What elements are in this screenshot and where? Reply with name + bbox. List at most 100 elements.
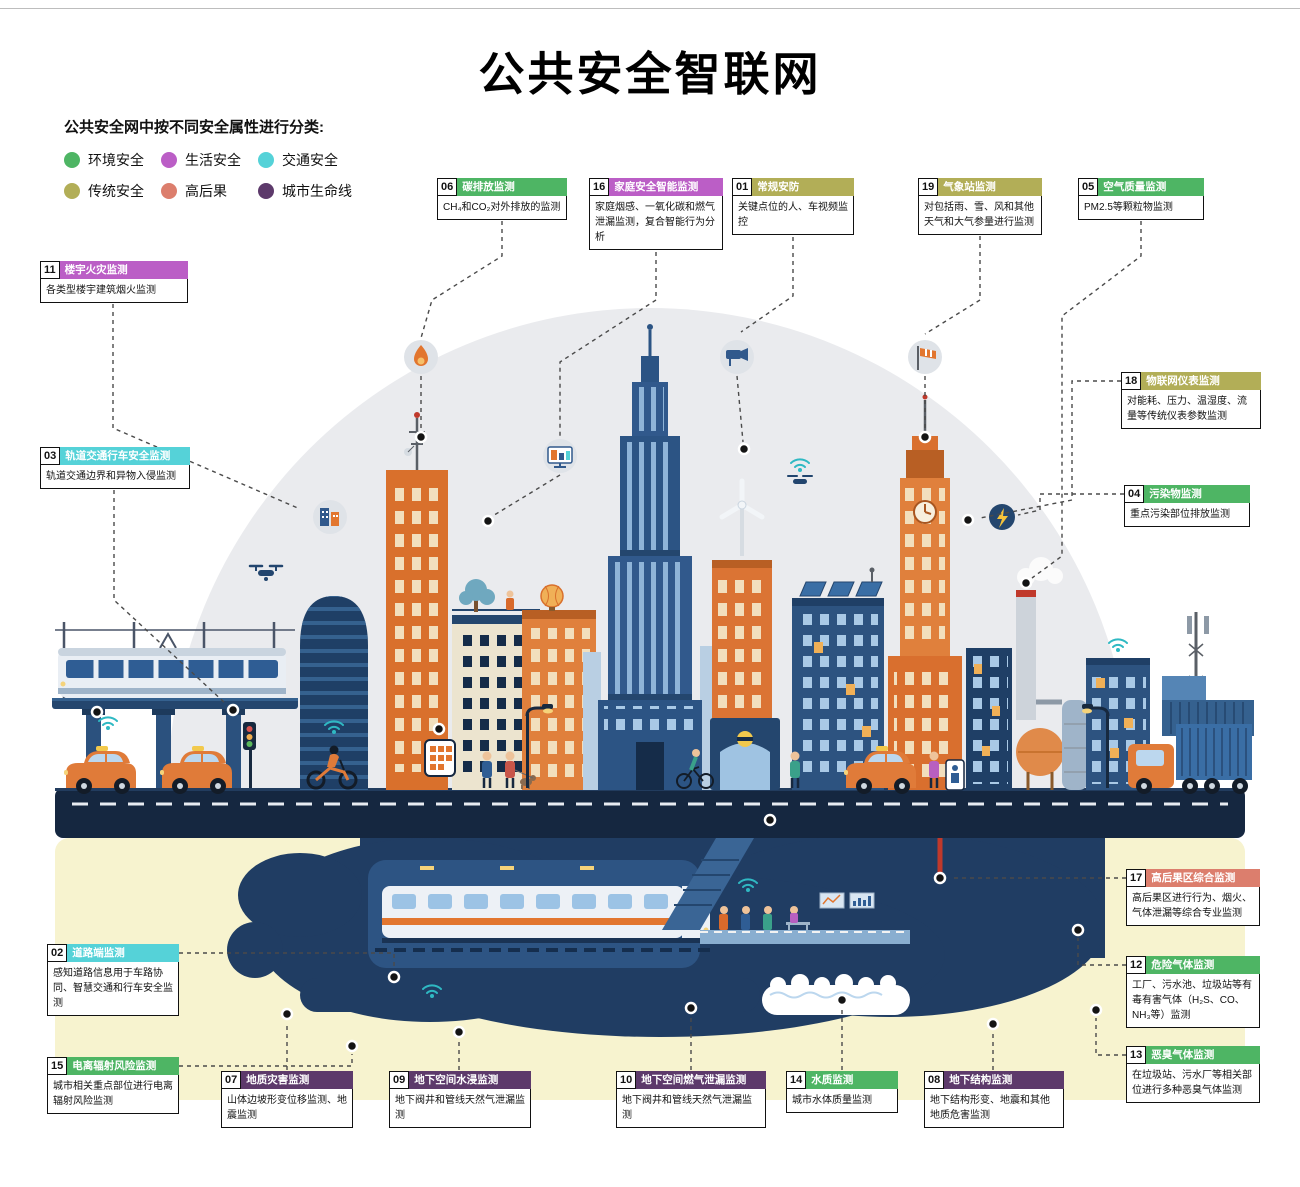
motorcycle	[306, 745, 358, 790]
legend-color-dot	[258, 152, 274, 168]
camera-icon	[720, 340, 754, 374]
legend-color-dot	[161, 152, 177, 168]
street-light	[525, 704, 553, 788]
sensor-dot	[452, 1025, 466, 1039]
connector-04	[1017, 493, 1124, 516]
windsock-icon	[908, 340, 942, 374]
sensor-dots	[90, 430, 1103, 1053]
bicycle	[676, 749, 714, 789]
legend-row: 传统安全 高后果 城市生命线	[64, 181, 355, 201]
building-blue-solar	[792, 567, 884, 790]
sensor-dot	[918, 430, 932, 444]
callout-desc: 工厂、污水池、垃圾站等有毒有害气体（H₂S、CO、NH₃等）监测	[1126, 974, 1260, 1029]
callout-number: 05	[1078, 178, 1099, 197]
connector-15	[179, 1054, 353, 1067]
building-skyscraper	[598, 324, 702, 790]
building-orange-small	[712, 560, 772, 720]
sensor-dot	[387, 970, 401, 984]
street-furniture	[243, 704, 1110, 791]
callout-title: 物联网仪表监测	[1141, 372, 1261, 391]
callout-number: 07	[221, 1071, 242, 1090]
flame-icon	[404, 340, 438, 374]
callout-desc: 关键点位的人、车视频监控	[732, 196, 854, 236]
callout-title: 气象站监测	[938, 178, 1042, 197]
callout-desc: 对能耗、压力、温湿度、流量等传统仪表参数监测	[1121, 390, 1261, 430]
sensor-dot	[933, 871, 947, 885]
callout-number: 08	[924, 1071, 945, 1090]
platform-screens	[819, 892, 875, 909]
legend: 环境安全 生活安全 交通安全 传统安全 高后果 城市生命线	[64, 150, 355, 212]
callout-desc: 家庭烟感、一氧化碳和燃气泄漏监测，复合智能行为分析	[589, 196, 723, 251]
legend-item-environment: 环境安全	[64, 150, 161, 170]
callout-title: 地下空间水浸监测	[409, 1071, 531, 1090]
drones-and-wifi	[98, 458, 1128, 998]
building-clock-tower	[888, 394, 962, 790]
callout-number: 16	[589, 178, 610, 197]
connector-06	[420, 221, 503, 431]
subway-scene	[368, 838, 910, 968]
callout-desc: 在垃圾站、污水厂等相关部位进行多种恶臭气体监测	[1126, 1064, 1260, 1104]
sensor-dot	[1071, 923, 1085, 937]
callout-title: 楼宇火灾监测	[59, 261, 188, 280]
callout-title: 空气质量监测	[1098, 178, 1204, 197]
callout-desc: 山体边坡形变位移监测、地震监测	[221, 1089, 353, 1129]
drone-icon	[248, 564, 284, 581]
legend-label: 高后果	[185, 183, 227, 199]
legend-item-traffic: 交通安全	[258, 150, 355, 170]
sensor-dot	[1019, 576, 1033, 590]
callout-desc: 对包括雨、雪、风和其他天气和大气参量进行监测	[918, 196, 1042, 236]
callout-desc: 地下结构形变、地震和其他地质危害监测	[924, 1089, 1064, 1129]
legend-label: 城市生命线	[282, 183, 352, 199]
callout-desc: CH₄和CO₂对外排放的监测	[437, 196, 567, 221]
legend-label: 生活安全	[185, 152, 241, 168]
sensor-dot	[961, 513, 975, 527]
callout-title: 水质监测	[806, 1071, 898, 1090]
street-light	[1082, 704, 1110, 788]
legend-item-life: 生活安全	[161, 150, 258, 170]
callout-title: 常规安防	[752, 178, 854, 197]
callout-desc: 高后果区进行行为、烟火、气体泄漏等综合专业监测	[1126, 887, 1260, 927]
callout-title: 地质灾害监测	[241, 1071, 353, 1090]
callout-number: 14	[786, 1071, 807, 1090]
sensor-dot	[90, 705, 104, 719]
callout-title: 家庭安全智能监测	[609, 178, 723, 197]
sensor-dot	[432, 722, 446, 736]
callout-number: 13	[1126, 1046, 1147, 1065]
callout-number: 15	[47, 1057, 68, 1076]
taxi-car	[64, 746, 136, 794]
legend-row: 环境安全 生活安全 交通安全	[64, 150, 355, 170]
callout-title: 轨道交通行车安全监测	[60, 447, 190, 466]
legend-color-dot	[64, 152, 80, 168]
connector-19	[924, 236, 981, 430]
connector-03	[113, 490, 227, 705]
callout-number: 06	[437, 178, 458, 197]
underground-water	[762, 974, 910, 1015]
building-orange-tower	[386, 412, 448, 790]
callout-desc: 重点污染部位排放监测	[1124, 503, 1250, 528]
connector-01	[736, 221, 794, 443]
callout-number: 18	[1121, 372, 1142, 391]
callout-title: 地下结构监测	[944, 1071, 1064, 1090]
connector-18	[979, 380, 1121, 519]
connector-13	[1095, 1018, 1126, 1056]
callout-title: 恶臭气体监测	[1146, 1046, 1260, 1065]
connector-05	[1031, 221, 1142, 579]
pedestrians	[482, 751, 939, 789]
wind-turbine-icon	[719, 478, 765, 556]
legend-label: 传统安全	[88, 183, 144, 199]
legend-item-lifeline: 城市生命线	[258, 181, 355, 201]
connector-11	[112, 304, 301, 510]
page-title: 公共安全智联网	[478, 48, 822, 100]
sensor-dot	[345, 1039, 359, 1053]
